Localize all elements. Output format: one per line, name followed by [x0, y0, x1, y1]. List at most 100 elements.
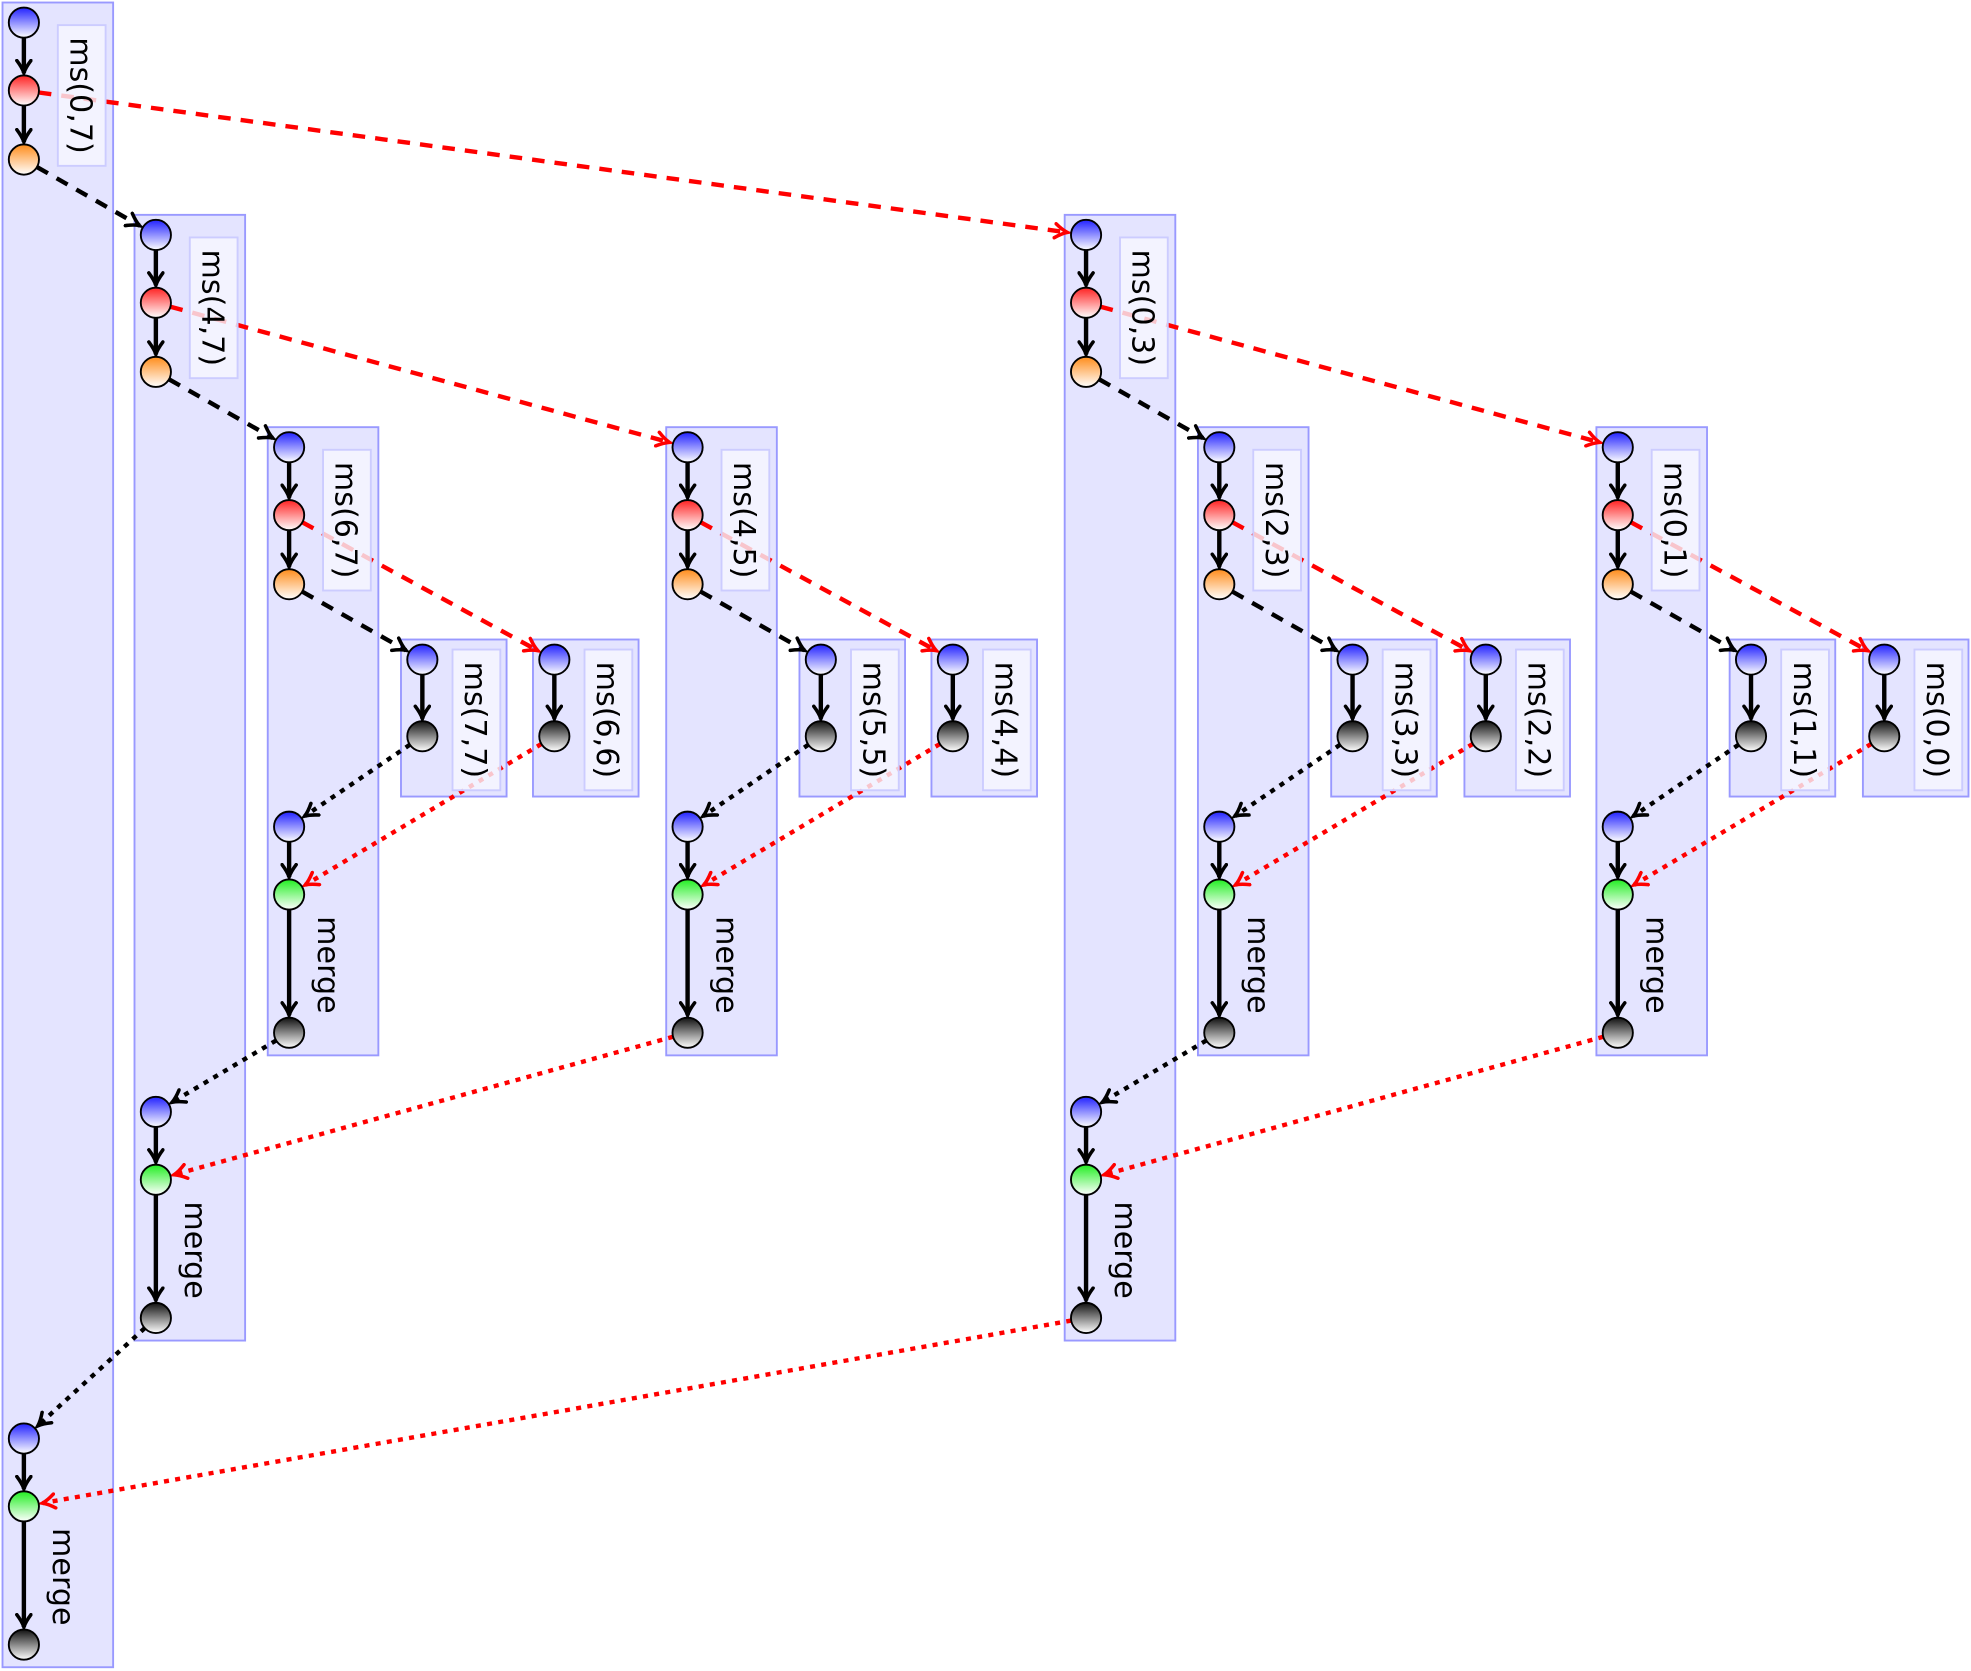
- split-node-ms0-3: [1070, 286, 1103, 319]
- exit-node-ms6-7: [273, 1016, 306, 1049]
- split-node-ms0-1: [1601, 499, 1634, 532]
- join-right-edge: [42, 1318, 1072, 1504]
- entry-node-ms6-7: [273, 431, 306, 464]
- spawn-left-edge: [301, 589, 406, 651]
- exit-node-ms4-7: [139, 1301, 172, 1334]
- join-right-edge: [305, 742, 543, 885]
- entry-node-ms0-7: [7, 6, 40, 39]
- exit-node-ms0-3: [1070, 1301, 1103, 1334]
- merge-label: merge: [1107, 1201, 1142, 1298]
- call-label-ms5-5-box: [850, 648, 900, 792]
- entry-node-ms4-4: [936, 643, 969, 676]
- entry-node-ms2-2: [1469, 643, 1502, 676]
- call-label-ms2-2-box: [1515, 648, 1565, 792]
- call-label-ms6-7-box: [322, 448, 372, 592]
- call-node-ms2-3: [1203, 568, 1236, 601]
- call-label-ms0-1: ms(0,1): [1656, 462, 1691, 579]
- call-label-ms0-0: ms(0,0): [1919, 662, 1954, 779]
- call-node-ms4-5: [671, 568, 704, 601]
- exit-node-ms4-5: [671, 1016, 704, 1049]
- call-label-ms0-3-box: [1119, 236, 1169, 380]
- call-label-ms2-3: ms(2,3): [1258, 462, 1293, 579]
- entry-node-ms2-3: [1203, 431, 1236, 464]
- merge-node-ms2-3: [1203, 878, 1236, 911]
- merge-node-ms0-1: [1601, 878, 1634, 911]
- exit-node-ms1-1: [1734, 720, 1768, 753]
- split-node-ms4-5: [671, 499, 704, 532]
- call-label-ms4-7: ms(4,7): [194, 250, 229, 367]
- join-right-edge: [704, 742, 941, 885]
- merge-label: merge: [177, 1201, 212, 1298]
- call-label-ms3-3: ms(3,3): [1387, 662, 1422, 779]
- exit-node-ms5-5: [804, 720, 837, 753]
- join-left-edge: [305, 742, 412, 816]
- merge-entry-node-ms0-1: [1601, 810, 1634, 843]
- call-label-ms4-5: ms(4,5): [726, 462, 761, 579]
- call-node-ms0-3: [1070, 355, 1103, 388]
- exit-node-ms7-7: [406, 720, 439, 753]
- merge-label: merge: [1639, 916, 1674, 1013]
- join-right-edge: [1634, 742, 1873, 885]
- call-label-ms0-7-box: [56, 24, 107, 167]
- call-box-ms0-7: [1, 1, 115, 1669]
- call-label-ms6-7: ms(6,7): [328, 462, 363, 579]
- merge-node-ms4-5: [671, 878, 704, 911]
- call-node-ms4-7: [139, 355, 172, 388]
- split-node-ms0-7: [7, 74, 40, 107]
- entry-node-ms4-7: [139, 218, 172, 251]
- merge-entry-node-ms4-7: [139, 1095, 172, 1128]
- call-node-ms0-7: [7, 143, 40, 176]
- entry-node-ms0-3: [1070, 218, 1103, 251]
- call-label-ms1-1-box: [1780, 648, 1830, 792]
- spawn-right-edge: [1100, 304, 1600, 443]
- call-label-ms4-4-box: [982, 648, 1032, 792]
- call-label-ms6-6-box: [583, 648, 634, 792]
- entry-node-ms3-3: [1336, 643, 1369, 676]
- join-right-edge: [174, 1034, 674, 1175]
- call-label-ms4-7-box: [188, 236, 239, 380]
- call-label-ms0-3: ms(0,3): [1125, 250, 1160, 367]
- merge-node-ms4-7: [139, 1163, 172, 1196]
- join-left-edge: [172, 1038, 278, 1102]
- call-label-ms0-1-box: [1650, 448, 1701, 592]
- join-left-edge: [703, 742, 810, 816]
- call-node-ms6-7: [273, 568, 306, 601]
- call-label-ms5-5: ms(5,5): [856, 662, 891, 779]
- entry-node-ms4-5: [671, 431, 704, 464]
- call-label-ms0-7: ms(0,7): [62, 37, 97, 154]
- call-label-ms7-7: ms(7,7): [457, 662, 492, 779]
- spawn-right-edge: [169, 304, 669, 443]
- call-label-ms2-2: ms(2,2): [1521, 662, 1556, 779]
- entry-node-ms0-0: [1868, 643, 1901, 676]
- join-right-edge: [1236, 742, 1474, 885]
- call-label-ms7-7-box: [451, 648, 502, 792]
- join-left-edge: [38, 1326, 147, 1426]
- entry-node-ms5-5: [804, 643, 837, 676]
- exit-node-ms0-0: [1868, 720, 1901, 753]
- merge-node-ms0-3: [1070, 1163, 1103, 1196]
- spawn-left-edge: [1098, 377, 1203, 438]
- merge-entry-node-ms0-7: [7, 1422, 40, 1455]
- exit-node-ms4-4: [936, 720, 969, 753]
- call-label-ms6-6: ms(6,6): [589, 662, 624, 779]
- exit-node-ms2-3: [1203, 1016, 1236, 1049]
- merge-label: merge: [45, 1528, 80, 1625]
- exit-node-ms2-2: [1469, 720, 1502, 753]
- call-label-ms1-1: ms(1,1): [1786, 662, 1821, 779]
- exit-node-ms0-7: [7, 1628, 40, 1661]
- entry-node-ms0-1: [1601, 431, 1634, 464]
- spawn-right-edge: [38, 90, 1068, 232]
- exit-node-ms3-3: [1336, 720, 1369, 753]
- entry-node-ms6-6: [538, 643, 571, 676]
- exit-node-ms0-1: [1601, 1016, 1634, 1049]
- call-label-ms2-3-box: [1252, 448, 1302, 592]
- merge-entry-node-ms6-7: [273, 810, 306, 843]
- call-label-ms4-5-box: [720, 448, 771, 592]
- call-label-ms3-3-box: [1381, 648, 1432, 792]
- merge-label: merge: [310, 916, 345, 1013]
- call-node-ms0-1: [1601, 568, 1634, 601]
- call-label-ms0-0-box: [1913, 648, 1964, 792]
- merge-label: merge: [708, 916, 743, 1013]
- merge-entry-node-ms2-3: [1203, 810, 1236, 843]
